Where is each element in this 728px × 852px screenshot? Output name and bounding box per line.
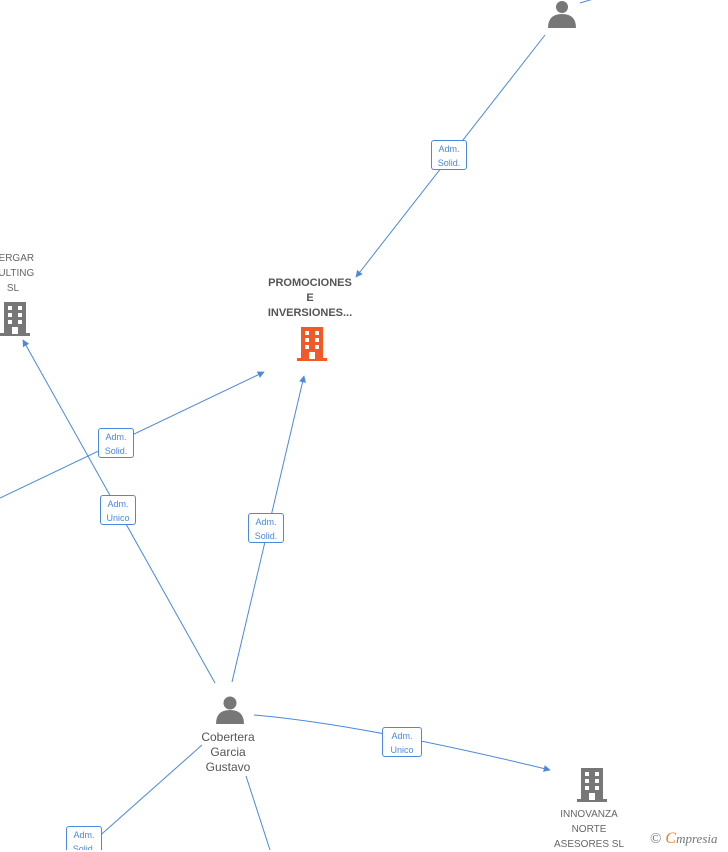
edge-label-line: Unico bbox=[390, 745, 414, 755]
edge-label-line: Unico bbox=[106, 513, 130, 523]
innovanza-label-line: NORTE bbox=[571, 824, 607, 835]
main-company-label[interactable]: PROMOCIONES E INVERSIONES... bbox=[250, 276, 370, 321]
edge-label-line: Solid. bbox=[437, 158, 461, 168]
edge-label-left-to-main[interactable]: Adm. Solid. bbox=[98, 428, 134, 458]
edge-line-cobertera-to-innovanza bbox=[253, 714, 551, 772]
left-company-label-line: BERGAR bbox=[0, 253, 35, 264]
edge-label-line: Adm. bbox=[107, 499, 129, 509]
edge-label-top-to-main[interactable]: Adm. Solid. bbox=[431, 140, 467, 170]
edge-label-cobertera-to-bottomleft[interactable]: Adm. Solid. bbox=[66, 826, 102, 850]
left-company-label-line: SL bbox=[6, 283, 20, 294]
copyright-symbol: © bbox=[650, 831, 662, 847]
edge-label-line: Adm. bbox=[438, 144, 460, 154]
edge-label-line: Adm. bbox=[255, 517, 277, 527]
main-company-label-line: INVERSIONES... bbox=[267, 307, 353, 319]
edge-label-line: Adm. bbox=[391, 731, 413, 741]
left-company-label[interactable]: BERGAR SULTING SL bbox=[0, 251, 56, 296]
person-icon[interactable] bbox=[216, 696, 244, 725]
edge-label-line: Solid. bbox=[72, 844, 96, 850]
cobertera-label-line: Cobertera bbox=[201, 730, 255, 744]
edge-line-top-offscreen bbox=[579, 0, 592, 4]
edge-line-cobertera-to-bottomleft bbox=[94, 744, 203, 841]
brand-name: mpresia bbox=[676, 831, 718, 846]
edge-label-line: Solid. bbox=[104, 446, 128, 456]
edge-label-cobertera-to-left[interactable]: Adm. Unico bbox=[100, 495, 136, 525]
cobertera-label-line: Garcia bbox=[210, 745, 246, 759]
building-icon[interactable] bbox=[0, 302, 30, 336]
edge-label-line: Solid. bbox=[254, 531, 278, 541]
building-icon[interactable] bbox=[297, 327, 327, 361]
cobertera-label[interactable]: Cobertera Garcia Gustavo bbox=[178, 730, 278, 775]
innovanza-label-line: INNOVANZA bbox=[560, 809, 618, 820]
building-icon[interactable] bbox=[577, 768, 607, 802]
edge-label-cobertera-to-main[interactable]: Adm. Solid. bbox=[248, 513, 284, 543]
edge-line-cobertera-to-bottom bbox=[245, 775, 271, 850]
edge-label-line: Adm. bbox=[105, 432, 127, 442]
main-company-label-line: E bbox=[306, 292, 314, 304]
brand-initial: C bbox=[665, 830, 677, 847]
empresia-watermark: ©Cmpresia bbox=[650, 830, 717, 850]
left-company-label-line: SULTING bbox=[0, 268, 35, 279]
innovanza-label[interactable]: INNOVANZA NORTE ASESORES SL bbox=[539, 807, 639, 852]
main-company-label-line: PROMOCIONES bbox=[268, 277, 352, 289]
edge-label-line: Adm. bbox=[73, 830, 95, 840]
cobertera-label-line: Gustavo bbox=[205, 760, 251, 774]
person-icon[interactable] bbox=[548, 1, 576, 28]
innovanza-label-line: ASESORES SL bbox=[553, 839, 625, 850]
edge-label-cobertera-to-innovanza[interactable]: Adm. Unico bbox=[382, 727, 422, 757]
